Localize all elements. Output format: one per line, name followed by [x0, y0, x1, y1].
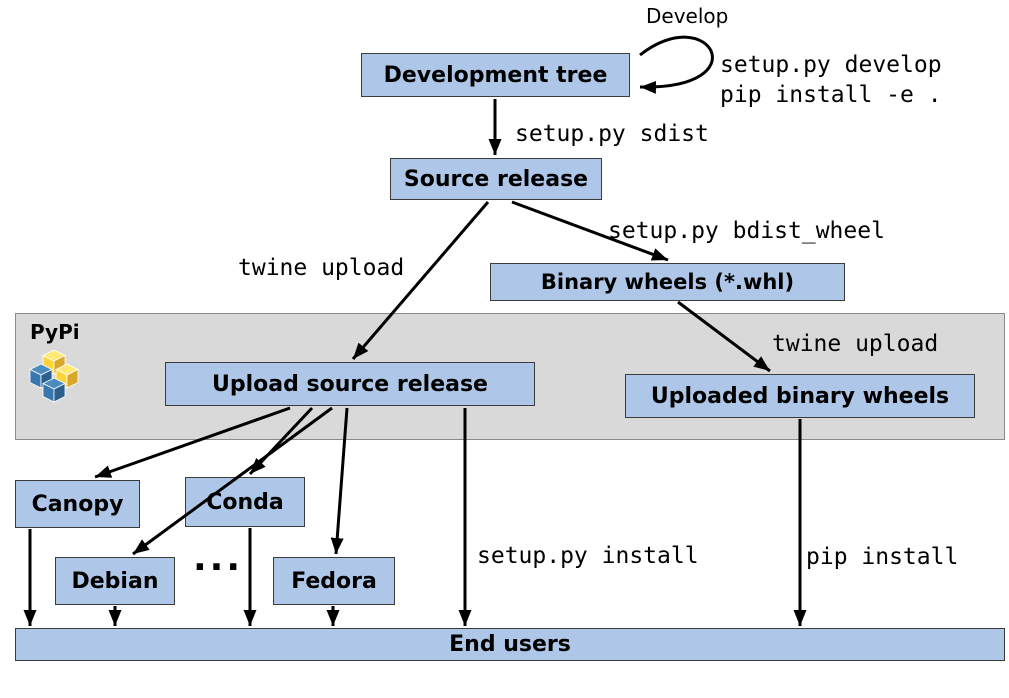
node-debian: Debian	[55, 557, 175, 605]
node-canopy: Canopy	[15, 480, 140, 528]
node-conda: Conda	[185, 477, 305, 527]
node-end-users: End users	[15, 628, 1005, 661]
edge-label-pip-install: pip install	[806, 544, 959, 570]
node-binary-wheels: Binary wheels (*.whl)	[490, 263, 845, 301]
edge-label-twine-upload-wheels: twine upload	[772, 331, 939, 357]
node-upload-source-release: Upload source release	[165, 362, 535, 406]
node-fedora: Fedora	[273, 557, 395, 605]
pypi-label: PyPi	[30, 320, 80, 344]
edge-label-pip-install-e: pip install -e .	[720, 82, 942, 108]
pypi-logo-icon	[29, 350, 79, 403]
edge-label-setup-install: setup.py install	[477, 543, 699, 569]
edge-label-setup-sdist: setup.py sdist	[515, 121, 709, 147]
edge-label-twine-upload-source: twine upload	[238, 255, 405, 281]
edge-develop-self-loop	[639, 35, 714, 94]
node-dots: ...	[193, 538, 244, 579]
edge-label-setup-bdist-wheel: setup.py bdist_wheel	[608, 218, 885, 244]
edge-label-setup-develop: setup.py develop	[720, 52, 942, 78]
node-uploaded-binary-wheels: Uploaded binary wheels	[625, 374, 975, 418]
node-development-tree: Development tree	[361, 53, 630, 97]
node-source-release: Source release	[390, 158, 602, 200]
edge-label-develop: Develop	[646, 4, 729, 28]
